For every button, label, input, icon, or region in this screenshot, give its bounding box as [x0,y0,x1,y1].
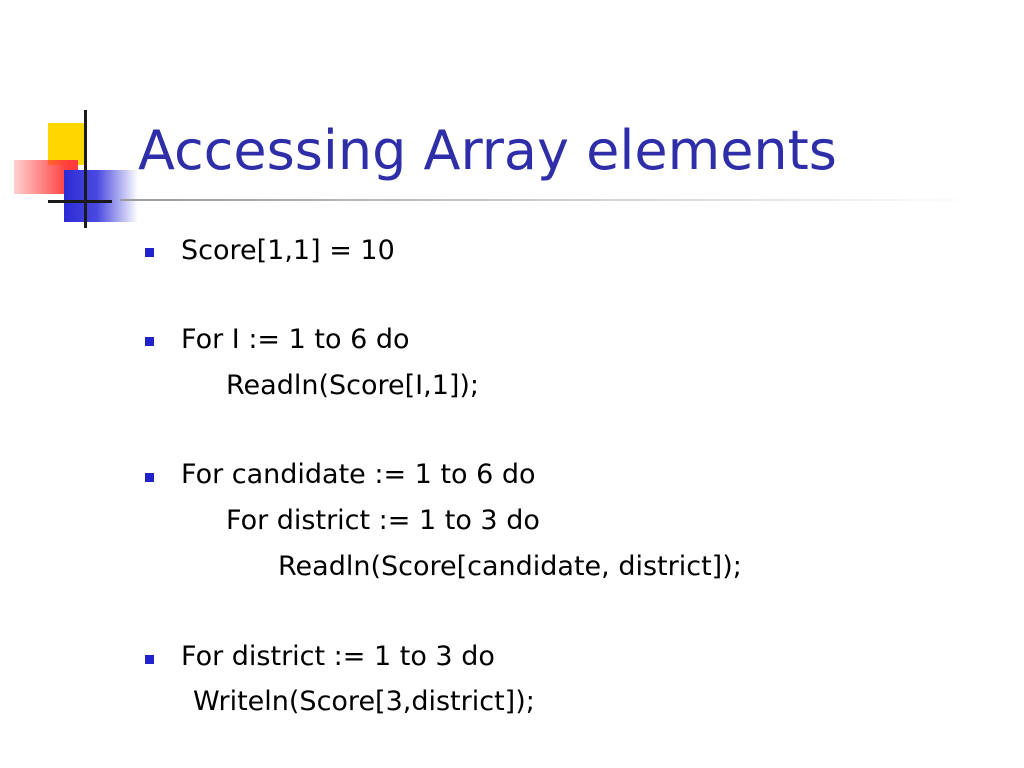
bullet-square-icon [145,655,154,664]
code-line: Writeln(Score[3,district]); [193,686,535,717]
code-line: For candidate := 1 to 6 do [181,459,536,490]
code-line: Readln(Score[candidate, district]); [278,551,742,582]
code-line: For district := 1 to 3 do [226,505,540,536]
code-line: Score[1,1] = 10 [181,235,395,266]
title-underline [120,199,980,201]
bullet-square-icon [145,248,154,257]
code-line: Readln(Score[I,1]); [226,370,480,401]
logo-blue-block [64,170,138,222]
code-line: For I := 1 to 6 do [181,324,410,355]
bullet-square-icon [145,473,154,482]
logo-horizontal-line [48,200,112,203]
logo-yellow-square [48,123,86,165]
code-line: For district := 1 to 3 do [181,641,495,672]
slide-title: Accessing Array elements [138,119,837,182]
logo-vertical-line [84,110,87,228]
bullet-square-icon [145,337,154,346]
